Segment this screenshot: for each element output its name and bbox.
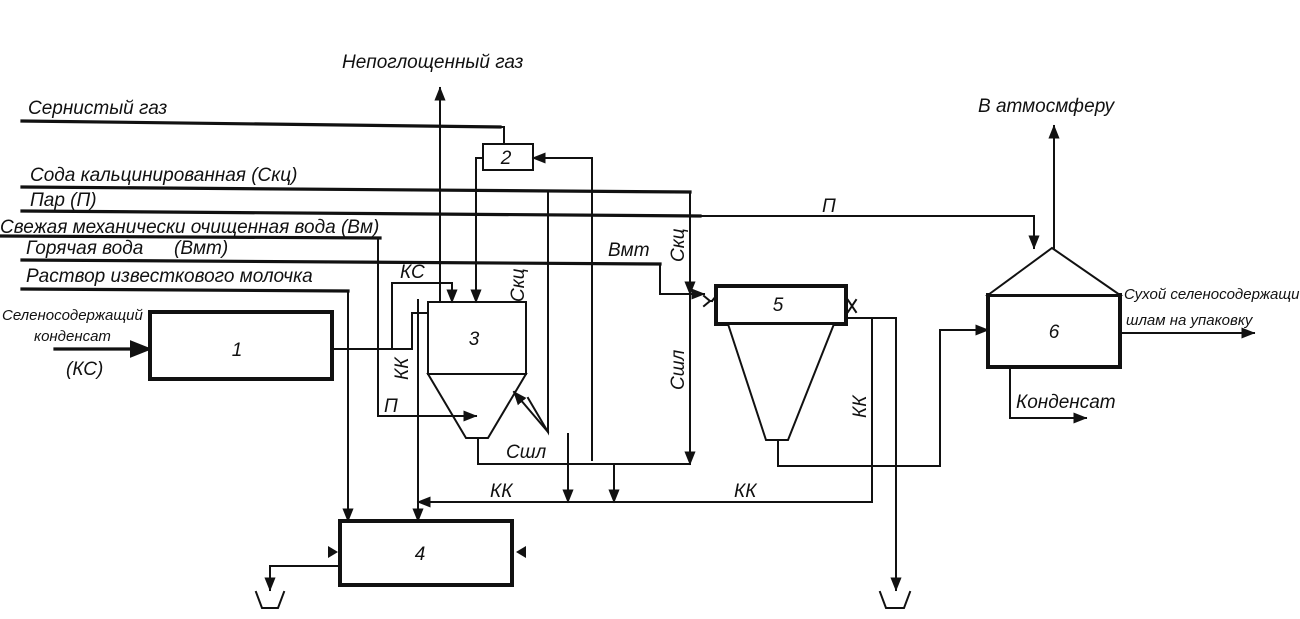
- label-hot-water: Горячая вода: [26, 238, 143, 259]
- unit-2-label: 2: [500, 148, 512, 169]
- label-sulfur-gas: Сернистый газ: [28, 98, 167, 119]
- unit-5-label: 5: [773, 295, 784, 316]
- input-lines: [0, 119, 702, 358]
- unit-6-label: 6: [1049, 322, 1060, 343]
- label-ks: КС: [400, 262, 425, 283]
- process-lines: [264, 86, 1256, 592]
- label-hot-water-code: (Вмт): [174, 238, 228, 259]
- label-atmosphere: В атмосмферу: [978, 96, 1116, 117]
- label-lime-milk: Раствор известкового молочка: [26, 266, 313, 287]
- label-sshl-bottom: Сшл: [506, 442, 546, 463]
- label-fresh-water: Свежая механически очищенная вода (Вм): [0, 217, 379, 238]
- label-kk-vertical-left: КК: [392, 356, 413, 380]
- unit-3-label: 3: [469, 329, 480, 350]
- label-unabsorbed-gas: Непоглощенный газ: [342, 52, 524, 73]
- label-soda: Сода кальцинированная (Скц): [30, 165, 297, 186]
- unit-5-cyclone: [714, 284, 848, 441]
- label-product-line2: шлам на упаковку: [1126, 312, 1254, 329]
- label-steam: Пар (П): [30, 190, 97, 211]
- label-condensate-line2: конденсат: [34, 328, 111, 345]
- drain-symbols: [254, 590, 912, 609]
- label-condensate-line1: Селеносодержащий: [2, 307, 143, 324]
- unit-6-dryer: [984, 246, 1124, 369]
- label-sshl-vertical: Сшл: [668, 350, 689, 390]
- label-skc-vertical-right: Скц: [668, 228, 689, 262]
- label-skc-vertical: Скц: [508, 268, 529, 302]
- valve-symbols: [328, 294, 858, 558]
- label-p-unit3: П: [384, 396, 398, 417]
- unit-4-box: [338, 519, 514, 587]
- label-condensate-out: Конденсат: [1016, 392, 1116, 413]
- label-kk-left: КК: [490, 481, 514, 502]
- unit-1-label: 1: [232, 340, 243, 361]
- unit-1-box: [148, 310, 334, 381]
- unit-4-label: 4: [415, 544, 426, 565]
- label-vmt: Вмт: [608, 240, 650, 261]
- label-kk-vertical-right: КК: [850, 394, 871, 418]
- label-p-unit6: П: [822, 196, 836, 217]
- label-product-line1: Сухой селеносодержащий: [1124, 286, 1300, 303]
- label-condensate-line3: (КС): [66, 359, 103, 380]
- unit-3-hopper: [426, 301, 528, 439]
- label-kk-right: КК: [734, 481, 758, 502]
